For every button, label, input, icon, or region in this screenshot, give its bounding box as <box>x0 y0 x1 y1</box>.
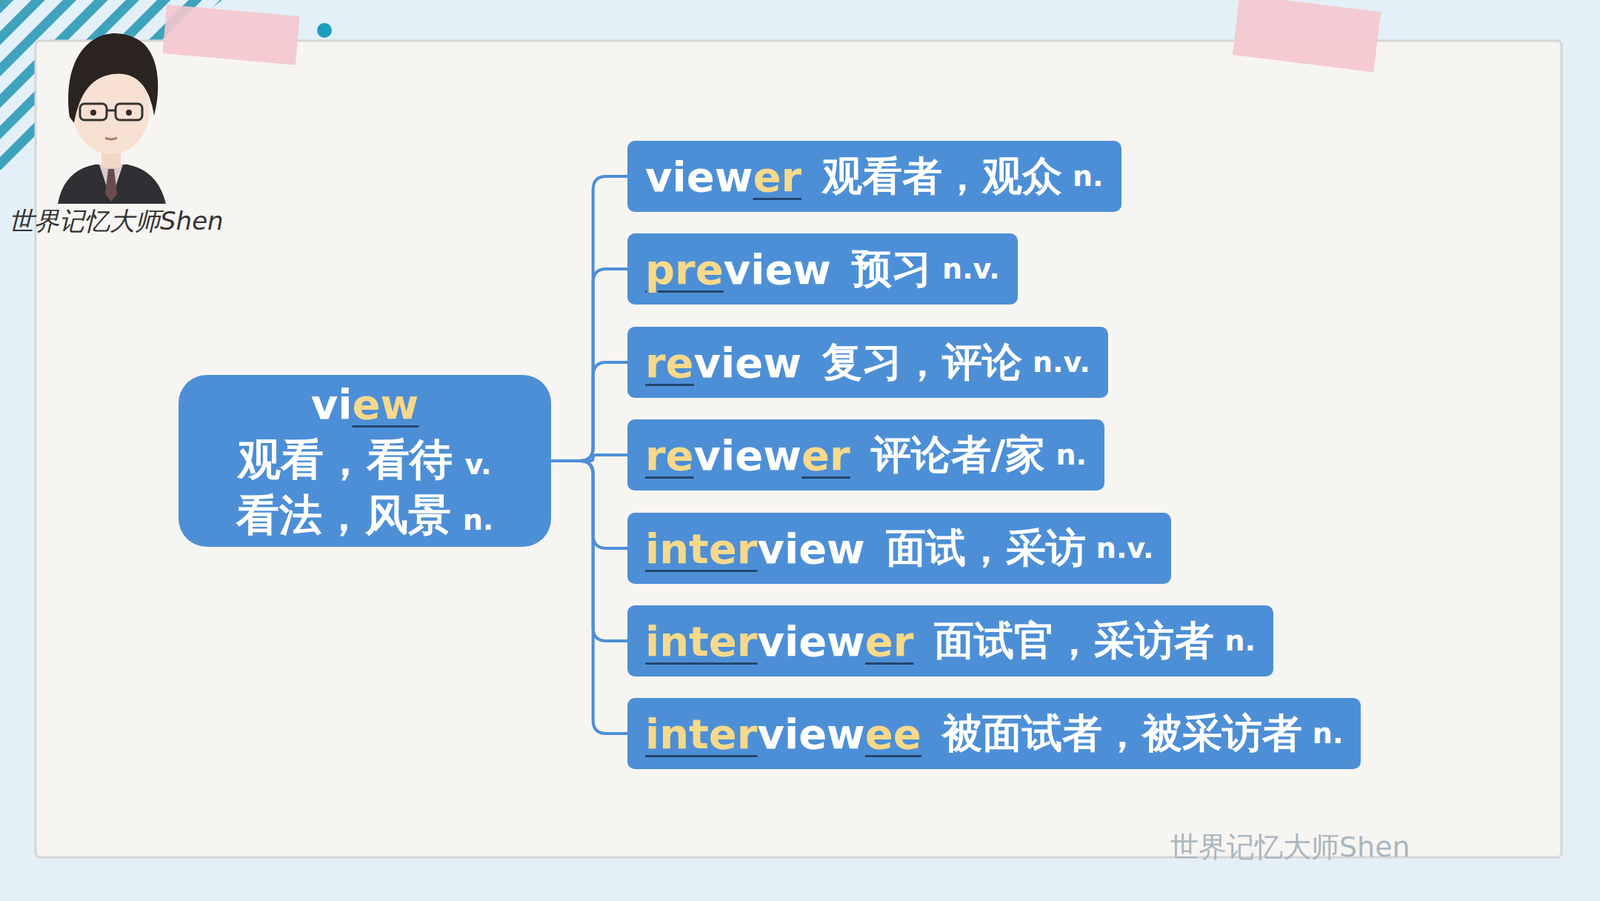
part-of-speech: n. <box>1224 624 1256 658</box>
part-of-speech: n. <box>462 502 495 539</box>
chinese-meaning: 观看者，观众 <box>822 149 1063 204</box>
branch-connector <box>551 362 628 461</box>
author-caption: 世界记忆大师Shen <box>8 204 224 239</box>
english-word: preview <box>645 245 832 294</box>
avatar-glasses <box>115 103 143 120</box>
branch-connector <box>551 460 628 641</box>
text-row: 观看，看待 v. <box>237 431 492 488</box>
derived-word-box: review 复习，评论 n.v. <box>627 326 1109 398</box>
chinese-meaning: 观看，看待 <box>237 431 453 488</box>
english-word: view <box>311 377 419 432</box>
english-word: interviewee <box>645 709 922 758</box>
tape <box>162 4 300 65</box>
derived-word-box: reviewer 评论者/家 n. <box>627 419 1105 491</box>
derived-word-box: interviewee 被面试者，被采访者 n. <box>627 697 1361 769</box>
english-word: interviewer <box>645 617 914 666</box>
root-box: view观看，看待 v. 看法，风景 n. <box>178 374 552 547</box>
avatar-tie <box>105 168 118 202</box>
avatar-suit <box>57 164 166 204</box>
part-of-speech: n.v. <box>1032 345 1091 379</box>
chinese-meaning: 面试官，采访者 <box>934 614 1215 669</box>
avatar-mouth <box>105 137 118 140</box>
derived-word-box: interview 面试，采访 n.v. <box>627 512 1172 584</box>
english-word: reviewer <box>645 431 851 480</box>
watermark: 世界记忆大师Shen <box>1170 828 1411 866</box>
chinese-meaning: 评论者/家 <box>871 428 1046 483</box>
avatar-glasses <box>80 103 107 120</box>
text-row: view <box>311 377 419 432</box>
part-of-speech: n.v. <box>942 252 1000 286</box>
part-of-speech: v. <box>464 446 492 483</box>
teal-dot <box>317 22 332 38</box>
branch-connector <box>551 460 628 734</box>
part-of-speech: n. <box>1055 438 1087 472</box>
part-of-speech: n.v. <box>1096 531 1155 565</box>
derived-word-box: preview 预习 n.v. <box>627 233 1018 305</box>
chinese-meaning: 被面试者，被采访者 <box>942 706 1303 761</box>
avatar-eye <box>90 109 97 116</box>
chinese-meaning: 看法，风景 <box>236 487 452 543</box>
panel <box>35 40 1562 858</box>
english-word: interview <box>645 524 866 573</box>
text-row: 看法，风景 n. <box>236 487 495 543</box>
part-of-speech: n. <box>1072 160 1104 193</box>
chinese-meaning: 预习 <box>851 242 932 297</box>
derived-word-box: interviewer 面试官，采访者 n. <box>627 605 1274 677</box>
tape <box>1232 0 1382 72</box>
english-word: viewer <box>645 152 802 201</box>
english-word: review <box>645 338 802 387</box>
avatar-eye <box>125 109 132 116</box>
branch-connector <box>551 460 628 549</box>
part-of-speech: n. <box>1312 717 1344 750</box>
avatar-hair <box>68 33 158 123</box>
branch-connector <box>551 268 628 461</box>
derived-word-box: viewer 观看者，观众 n. <box>627 140 1122 212</box>
chinese-meaning: 复习，评论 <box>822 335 1023 390</box>
branch-connector <box>551 176 628 461</box>
chinese-meaning: 面试，采访 <box>885 521 1086 576</box>
avatar-glasses <box>106 109 116 112</box>
avatar <box>57 33 166 204</box>
